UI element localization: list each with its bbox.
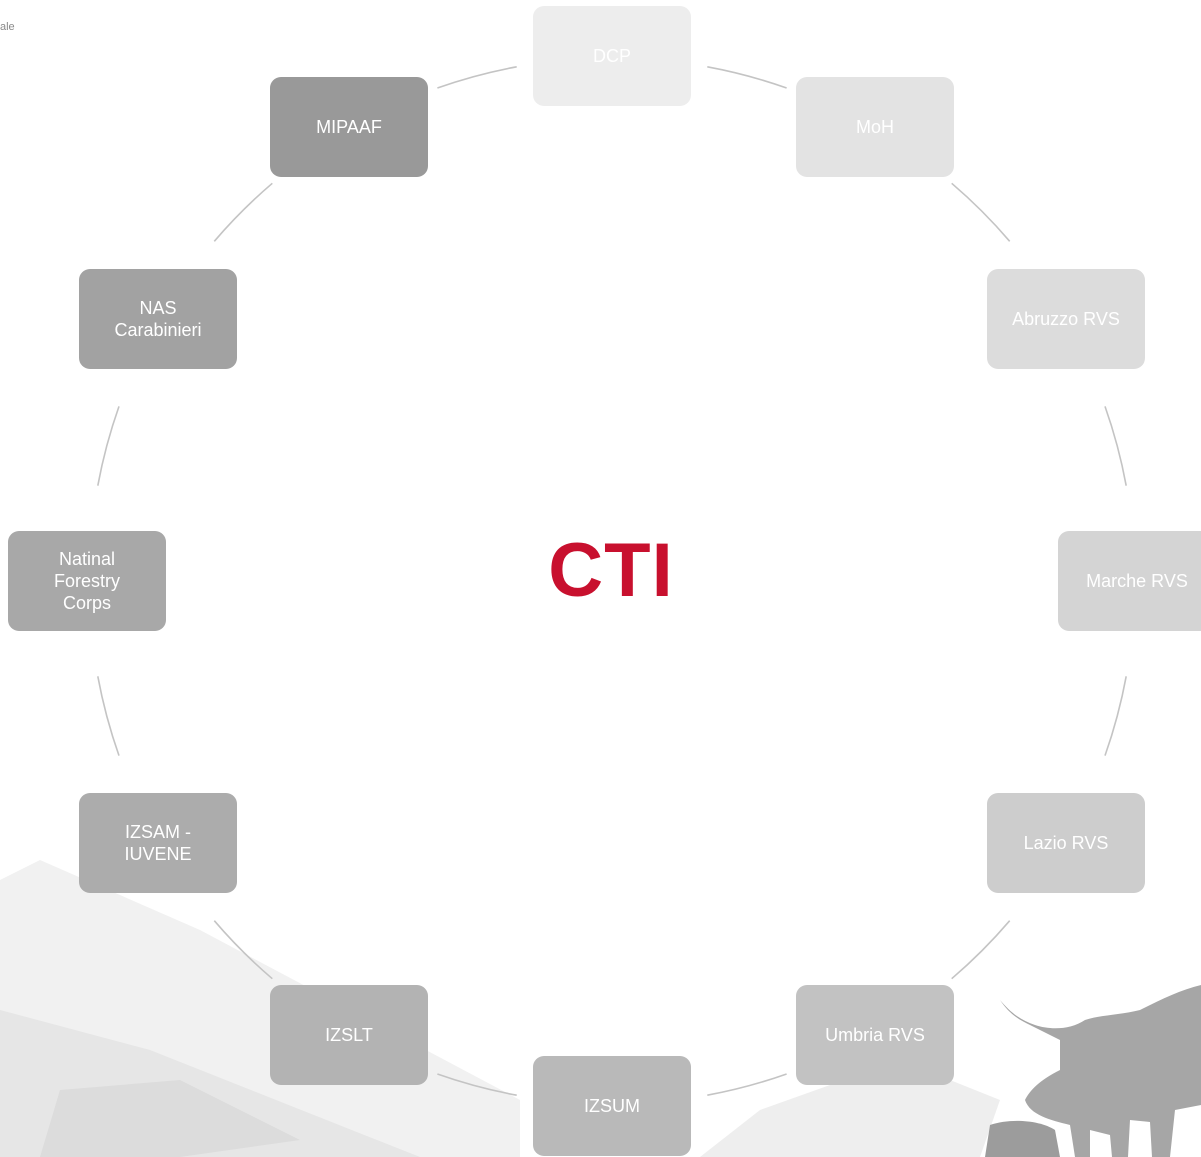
node-umbria-rvs: Umbria RVS [796, 985, 954, 1085]
node-abruzzo-rvs: Abruzzo RVS [987, 269, 1145, 369]
ring-arc [1104, 676, 1127, 756]
ring-arc [437, 1073, 517, 1096]
node-label: IZSLT [325, 1025, 373, 1045]
corner-fragment-text: ale [0, 21, 15, 33]
node-label: Lazio RVS [1023, 833, 1109, 853]
node-label: Umbria RVS [825, 1025, 925, 1045]
node-izslt: IZSLT [270, 985, 428, 1085]
node-dcp: DCP [533, 6, 691, 106]
node-label: Marche RVS [1086, 571, 1188, 591]
ring-arc [1104, 406, 1127, 486]
node-nas-carabinieri: NAS Carabinieri [79, 269, 237, 369]
node-marche-rvs: Marche RVS [1058, 531, 1201, 631]
node-label: Natinal Forestry Corps [53, 549, 120, 613]
node-label: MoH [855, 117, 894, 137]
node-izsam-iuvene: IZSAM - IUVENE [79, 793, 237, 893]
node-moh: MoH [796, 77, 954, 177]
center-label: CTI [548, 527, 674, 613]
node-lazio-rvs: Lazio RVS [987, 793, 1145, 893]
ring-arc [97, 676, 120, 756]
ring-arc [213, 182, 273, 242]
background-tile-dark [40, 1080, 300, 1157]
node-label: MIPAAF [316, 117, 382, 137]
ring-arc [213, 920, 273, 980]
node-mipaaf: MIPAAF [270, 77, 428, 177]
node-label: Abruzzo RVS [1012, 309, 1120, 329]
ring-arc [707, 66, 787, 89]
node-label: IZSUM [584, 1096, 640, 1116]
node-izsum: IZSUM [533, 1056, 691, 1156]
node-label: NAS Carabinieri [114, 298, 202, 340]
bull-silhouette [985, 985, 1201, 1157]
ring-arc [707, 1073, 787, 1096]
ring-arc [951, 182, 1011, 242]
ring-arc [437, 66, 517, 89]
node-label: IZSAM - IUVENE [124, 822, 192, 864]
node-national-forestry-corps: Natinal Forestry Corps [8, 531, 166, 631]
node-label: DCP [592, 46, 631, 66]
ring-arc [97, 406, 120, 486]
ring-arc [951, 920, 1011, 980]
